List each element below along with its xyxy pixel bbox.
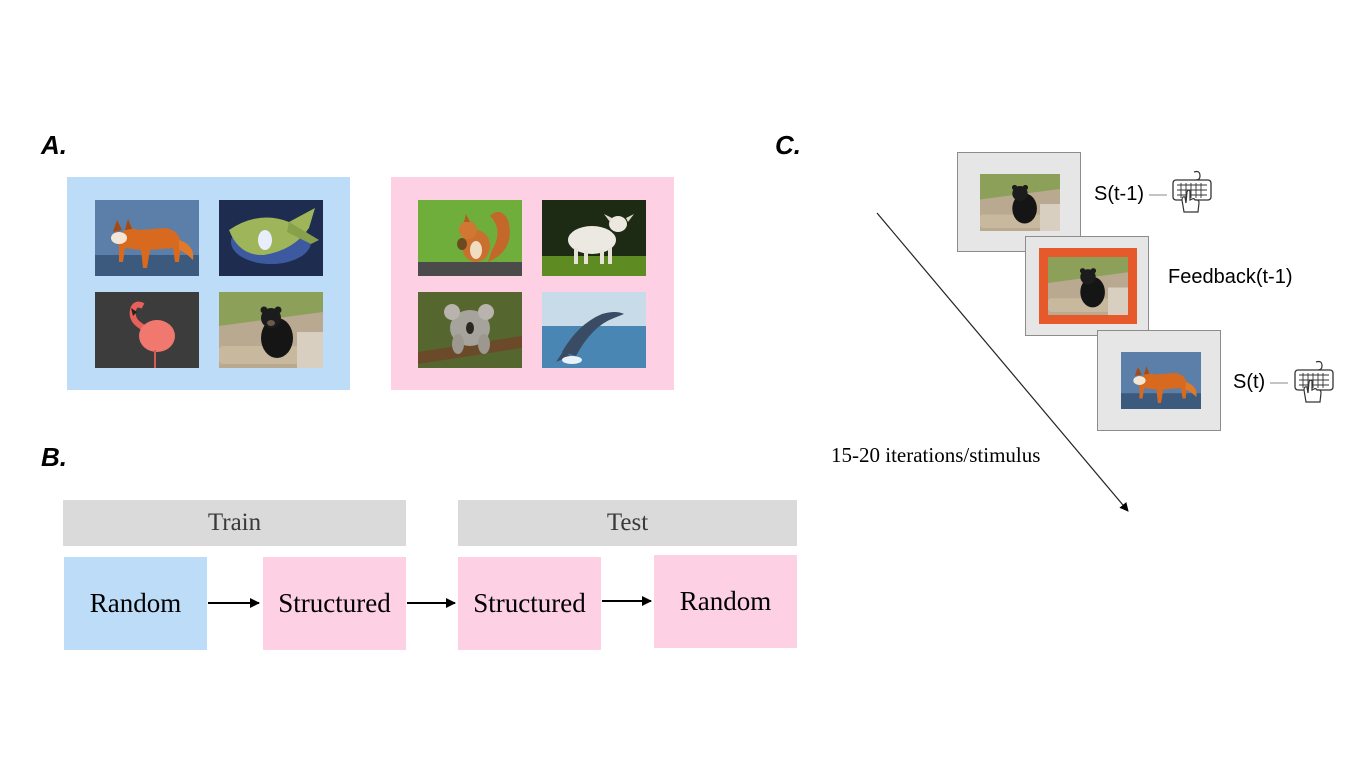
squirrel-image [418, 200, 522, 276]
fox-image [95, 200, 199, 276]
feedback-label: Feedback(t-1) [1168, 266, 1293, 288]
lamb-image [542, 200, 646, 276]
panel-label-b: B. [41, 442, 67, 472]
screen-s-prev [957, 152, 1081, 252]
koala-image [418, 292, 522, 368]
train-structured-step: Structured [263, 557, 406, 650]
screen-feedback [1025, 236, 1149, 336]
train-random-step: Random [64, 557, 207, 650]
timeline-arrow [876, 212, 1129, 512]
iterations-label: 15-20 iterations/stimulus [831, 443, 1041, 467]
s-curr-label: S(t) [1233, 371, 1266, 393]
flamingo-image [95, 292, 199, 368]
bear-stimulus-feedback [1048, 257, 1128, 315]
test-random-step: Random [654, 555, 797, 648]
bear-stimulus-prev [980, 174, 1060, 231]
fox-stimulus-curr [1121, 352, 1201, 409]
screen-s-curr [1097, 330, 1221, 431]
panel-label-a: A. [41, 130, 67, 160]
keyboard-hand-icon-2 [1292, 360, 1336, 404]
test-structured-step: Structured [458, 557, 601, 650]
panel-label-c: C. [775, 130, 801, 160]
dolphin-image [542, 292, 646, 368]
train-header: Train [63, 500, 406, 546]
blue-stimulus-group [67, 177, 350, 390]
pink-stimulus-group [391, 177, 674, 390]
sea-turtle-image [219, 200, 323, 276]
keyboard-hand-icon [1170, 170, 1214, 214]
s-prev-label: S(t-1) [1094, 183, 1144, 205]
black-bear-image [219, 292, 323, 368]
feedback-frame [1039, 248, 1137, 324]
test-header: Test [458, 500, 797, 546]
